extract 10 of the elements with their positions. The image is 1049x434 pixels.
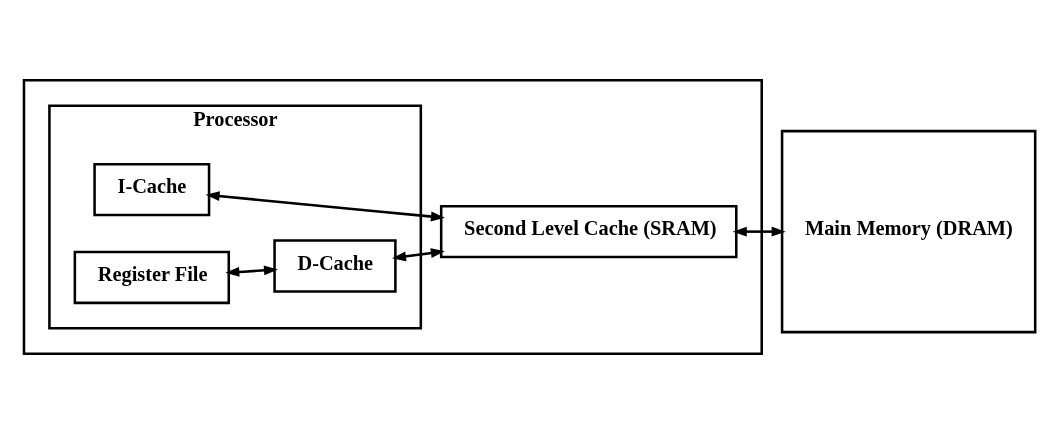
node-box: I-Cache	[93, 162, 211, 217]
arrow	[225, 265, 278, 277]
node-box: Register File	[73, 250, 231, 305]
node-box: Main Memory (DRAM)	[780, 129, 1037, 334]
cluster	[22, 79, 763, 355]
arrow	[732, 226, 786, 237]
arrow	[205, 191, 445, 222]
node-box: Second Level Cache (SRAM)	[439, 204, 738, 259]
node-box: D-Cache	[273, 239, 397, 293]
arrow	[391, 248, 445, 262]
